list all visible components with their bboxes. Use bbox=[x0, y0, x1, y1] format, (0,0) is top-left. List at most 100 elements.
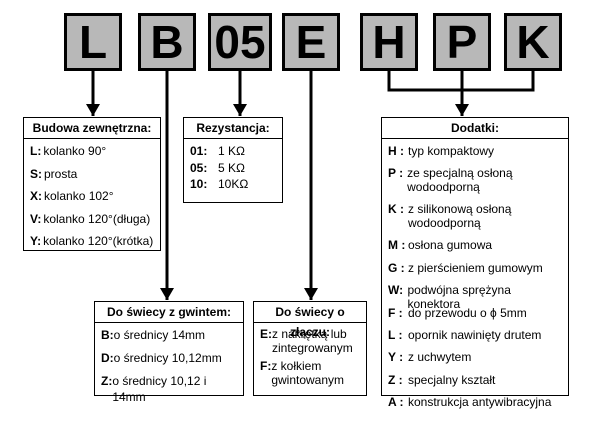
list-item: B:o średnicy 14mm bbox=[101, 327, 237, 350]
panel-rezystancja: Rezystancja: 01: 1 KΩ 05: 5 KΩ 10: 10KΩ bbox=[183, 117, 283, 203]
item-value: z kołkiem gwintowanym bbox=[271, 359, 345, 387]
item-key: P : bbox=[388, 166, 404, 181]
list-item: E:z nakrętką lub zintegrowanym bbox=[260, 327, 360, 355]
list-item: X:kolanko 102° bbox=[30, 188, 154, 211]
item-key: Z: bbox=[101, 374, 113, 388]
panel-budowa: Budowa zewnętrzna: L:kolanko 90° S:prost… bbox=[23, 117, 161, 251]
item-value: osłona gumowa bbox=[408, 238, 493, 253]
list-item: A : konstrukcja antywibracyjna bbox=[388, 395, 562, 417]
item-key: X: bbox=[30, 189, 42, 203]
code-letter: 05 bbox=[214, 16, 266, 68]
arrowhead-zlacze bbox=[304, 288, 318, 300]
list-item: L : opornik nawinięty drutem bbox=[388, 328, 562, 350]
list-item: H : typ kompaktowy bbox=[388, 144, 562, 166]
item-value: 10KΩ bbox=[218, 177, 249, 191]
list-item: Z : specjalny kształt bbox=[388, 373, 562, 395]
panel-title: Rezystancja: bbox=[184, 118, 282, 139]
item-key: Y : bbox=[388, 350, 404, 365]
list-item: 10: 10KΩ bbox=[190, 176, 276, 193]
list-item: S:prosta bbox=[30, 166, 154, 189]
list-item: 01: 1 KΩ bbox=[190, 143, 276, 160]
item-key: F: bbox=[260, 359, 272, 373]
panel-title: Do świecy o złączu: bbox=[254, 302, 366, 339]
item-value: 1 KΩ bbox=[218, 144, 245, 158]
list-item: Y : z uchwytem bbox=[388, 350, 562, 372]
item-key: G : bbox=[388, 260, 405, 275]
item-key: S: bbox=[30, 166, 42, 181]
item-key: W: bbox=[388, 283, 404, 298]
list-item: Z:o średnicy 10,12 i 14mm bbox=[101, 373, 237, 404]
item-value: kolanko 120°(długa) bbox=[43, 211, 151, 226]
arrowhead-gwint bbox=[160, 288, 174, 300]
item-value: kolanko 90° bbox=[43, 144, 107, 158]
code-box-k: K bbox=[504, 13, 562, 71]
item-key: B: bbox=[101, 328, 114, 342]
item-key: V: bbox=[30, 211, 42, 226]
code-box-b: B bbox=[138, 13, 196, 71]
item-key: Z : bbox=[388, 372, 403, 387]
list-item: L:kolanko 90° bbox=[30, 143, 154, 166]
item-key: Y: bbox=[30, 234, 42, 248]
item-key: E: bbox=[260, 327, 272, 341]
item-value: opornik nawinięty drutem bbox=[408, 327, 542, 342]
item-value: ze specjalną osłoną wodoodporną bbox=[407, 166, 513, 195]
panel-zlacze: Do świecy o złączu: E:z nakrętką lub zin… bbox=[253, 301, 367, 396]
item-value: podwójna sprężyna konektora bbox=[407, 283, 511, 312]
item-key: 01: bbox=[190, 144, 208, 158]
item-key: H : bbox=[388, 144, 404, 158]
code-letter: L bbox=[78, 16, 108, 68]
code-box-05: 05 bbox=[208, 13, 272, 71]
item-value: o średnicy 14mm bbox=[113, 328, 206, 342]
code-box-h: H bbox=[360, 13, 418, 71]
item-value: o średnicy 10,12mm bbox=[113, 351, 222, 365]
item-value: kolanko 102° bbox=[44, 189, 114, 203]
code-box-l: L bbox=[64, 13, 122, 71]
item-value: z uchwytem bbox=[408, 350, 472, 365]
list-item: F : do przewodu o ϕ 5mm bbox=[388, 306, 562, 328]
code-box-e: E bbox=[282, 13, 340, 71]
panel-dodatki: Dodatki: H : typ kompaktowy P :ze specjal… bbox=[381, 117, 569, 409]
item-value: konstrukcja antywibracyjna bbox=[408, 395, 552, 410]
item-value: specjalny kształt bbox=[408, 372, 496, 387]
item-key: 10: bbox=[190, 177, 208, 191]
item-key: F : bbox=[388, 305, 403, 320]
list-item: 05: 5 KΩ bbox=[190, 160, 276, 177]
panel-title: Dodatki: bbox=[382, 118, 568, 139]
item-value: o średnicy 10,12 i 14mm bbox=[112, 374, 207, 404]
item-value: z pierścieniem gumowym bbox=[408, 260, 543, 275]
item-value: z nakrętką lub zintegrowanym bbox=[272, 327, 353, 355]
panel-title: Do świecy z gwintem: bbox=[95, 302, 243, 323]
code-box-p: P bbox=[433, 13, 491, 71]
list-item: K : z silikonową osłoną wodoodporną bbox=[388, 202, 562, 238]
item-value: kolanko 120°(krótka) bbox=[43, 234, 154, 248]
list-item: F:z kołkiem gwintowanym bbox=[260, 359, 360, 387]
item-value: 5 KΩ bbox=[218, 160, 245, 175]
list-item: V:kolanko 120°(długa) bbox=[30, 211, 154, 234]
item-key: L : bbox=[388, 327, 403, 342]
panel-gwint: Do świecy z gwintem: B:o średnicy 14mm D… bbox=[94, 301, 244, 404]
item-key: M : bbox=[388, 238, 406, 253]
list-item: D:o średnicy 10,12mm bbox=[101, 350, 237, 373]
panel-title: Budowa zewnętrzna: bbox=[24, 118, 160, 139]
item-value: typ kompaktowy bbox=[408, 144, 495, 158]
list-item: M :osłona gumowa bbox=[388, 238, 562, 260]
list-item: P :ze specjalną osłoną wodoodporną bbox=[388, 166, 562, 202]
arrowhead-rezystancja bbox=[233, 104, 247, 116]
item-key: D: bbox=[101, 351, 114, 365]
list-item: Y:kolanko 120°(krótka) bbox=[30, 233, 154, 256]
item-key: L: bbox=[30, 144, 42, 158]
arrowhead-dodatki bbox=[455, 104, 469, 116]
code-letter: P bbox=[446, 16, 478, 68]
item-value: z silikonową osłoną wodoodporną bbox=[408, 202, 512, 231]
code-letter: H bbox=[372, 16, 406, 68]
code-letter: B bbox=[150, 16, 184, 68]
item-key: 05: bbox=[190, 160, 208, 175]
item-key: A : bbox=[388, 395, 404, 410]
item-key: K : bbox=[388, 202, 404, 217]
item-value: do przewodu o ϕ 5mm bbox=[408, 305, 527, 320]
item-value: prosta bbox=[44, 166, 78, 181]
code-letter: K bbox=[516, 16, 550, 68]
arrowhead-budowa bbox=[86, 104, 100, 116]
code-letter: E bbox=[295, 16, 327, 68]
